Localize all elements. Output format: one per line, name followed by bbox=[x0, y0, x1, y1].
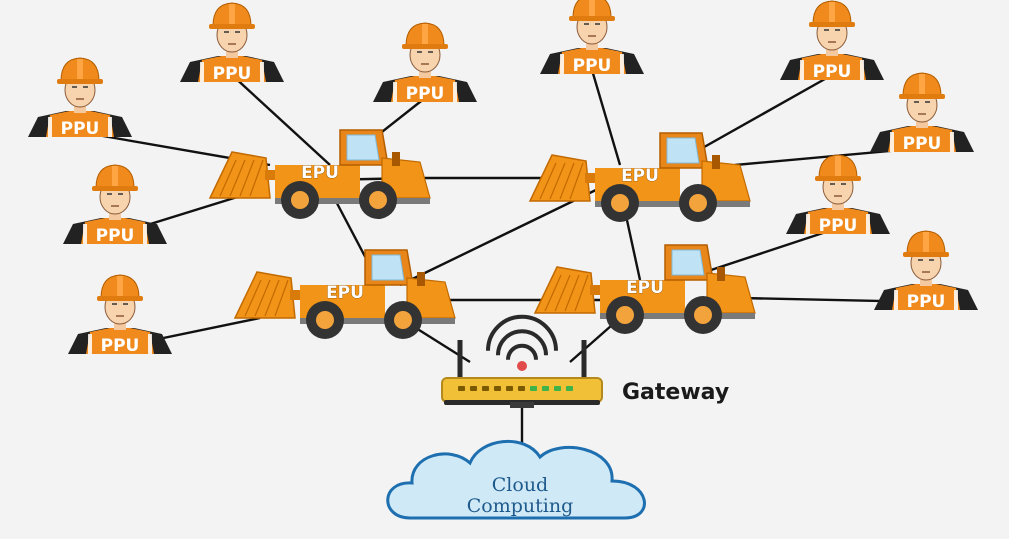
ppu-label: PPU bbox=[406, 84, 445, 104]
worker-icon: PPU bbox=[786, 154, 890, 236]
worker-icon: PPU bbox=[540, 0, 644, 76]
ppu-label: PPU bbox=[101, 336, 140, 356]
epu-label: EPU bbox=[621, 166, 659, 186]
epu-label: EPU bbox=[326, 283, 364, 303]
ppu-label: PPU bbox=[819, 216, 858, 236]
cloud-icon bbox=[386, 439, 646, 520]
worker-icon: PPU bbox=[28, 57, 132, 139]
link-line bbox=[590, 69, 622, 166]
ppu-label: PPU bbox=[213, 64, 252, 84]
loader-icon: EPU bbox=[528, 132, 751, 222]
worker-icon: PPU bbox=[780, 0, 884, 82]
ppu-label: PPU bbox=[907, 292, 946, 312]
ppu-workers: PPU PPU PPU PPU PPU PPU PPU PPU PPU PPU bbox=[28, 0, 978, 356]
worker-icon: PPU bbox=[870, 72, 974, 154]
link-line bbox=[689, 73, 833, 157]
epu-loaders: EPU EPU EPU EPU bbox=[208, 129, 756, 339]
worker-icon: PPU bbox=[373, 22, 477, 104]
worker-icon: PPU bbox=[63, 164, 167, 246]
cloud-label-line2: Computing bbox=[467, 495, 574, 517]
ppu-label: PPU bbox=[813, 62, 852, 82]
link-line bbox=[399, 186, 601, 287]
worker-icon: PPU bbox=[180, 2, 284, 84]
ppu-label: PPU bbox=[61, 119, 100, 139]
loader-icon: EPU bbox=[233, 249, 456, 339]
ppu-label: PPU bbox=[96, 226, 135, 246]
worker-icon: PPU bbox=[874, 230, 978, 312]
worker-icon: PPU bbox=[68, 274, 172, 356]
epu-label: EPU bbox=[626, 278, 664, 298]
wifi-icon bbox=[486, 314, 558, 371]
link-line bbox=[231, 74, 331, 166]
gateway-node: Gateway bbox=[441, 314, 729, 408]
loader-icon: EPU bbox=[208, 129, 431, 219]
ppu-label: PPU bbox=[903, 134, 942, 154]
gateway-label: Gateway bbox=[622, 380, 729, 405]
epu-label: EPU bbox=[301, 163, 339, 183]
router-icon bbox=[441, 340, 603, 408]
link-line bbox=[704, 226, 839, 274]
loader-icon: EPU bbox=[533, 244, 756, 334]
cloud-label-line1: Cloud bbox=[492, 474, 548, 496]
ppu-label: PPU bbox=[573, 56, 612, 76]
